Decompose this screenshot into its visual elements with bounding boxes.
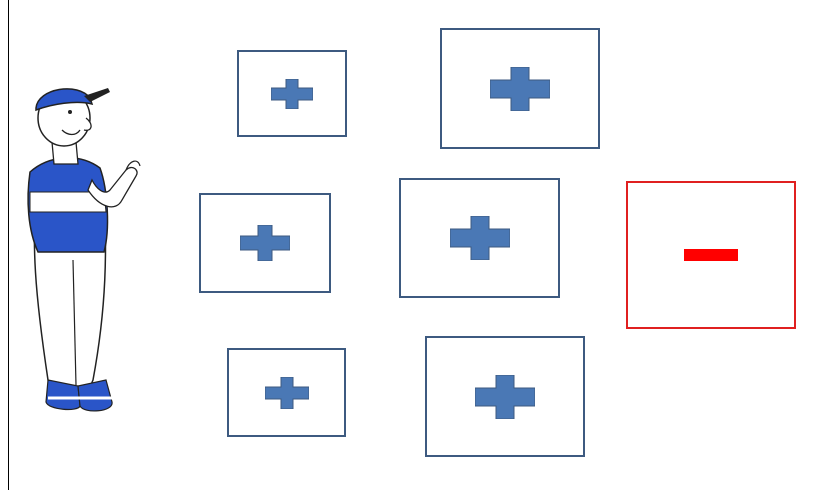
plus-icon xyxy=(265,377,309,409)
minus-icon xyxy=(684,249,738,261)
plus-card[interactable] xyxy=(425,336,585,457)
plus-icon xyxy=(450,216,510,260)
plus-icon xyxy=(271,79,313,109)
minus-card[interactable] xyxy=(626,181,796,329)
plus-card[interactable] xyxy=(199,193,331,293)
left-divider xyxy=(8,0,9,490)
plus-icon xyxy=(490,67,550,111)
plus-card[interactable] xyxy=(399,178,560,298)
plus-card[interactable] xyxy=(237,50,347,137)
plus-card[interactable] xyxy=(440,28,600,149)
plus-icon xyxy=(240,225,290,261)
plus-card[interactable] xyxy=(227,348,346,437)
player-figure-icon xyxy=(18,80,148,420)
plus-icon xyxy=(475,375,535,419)
